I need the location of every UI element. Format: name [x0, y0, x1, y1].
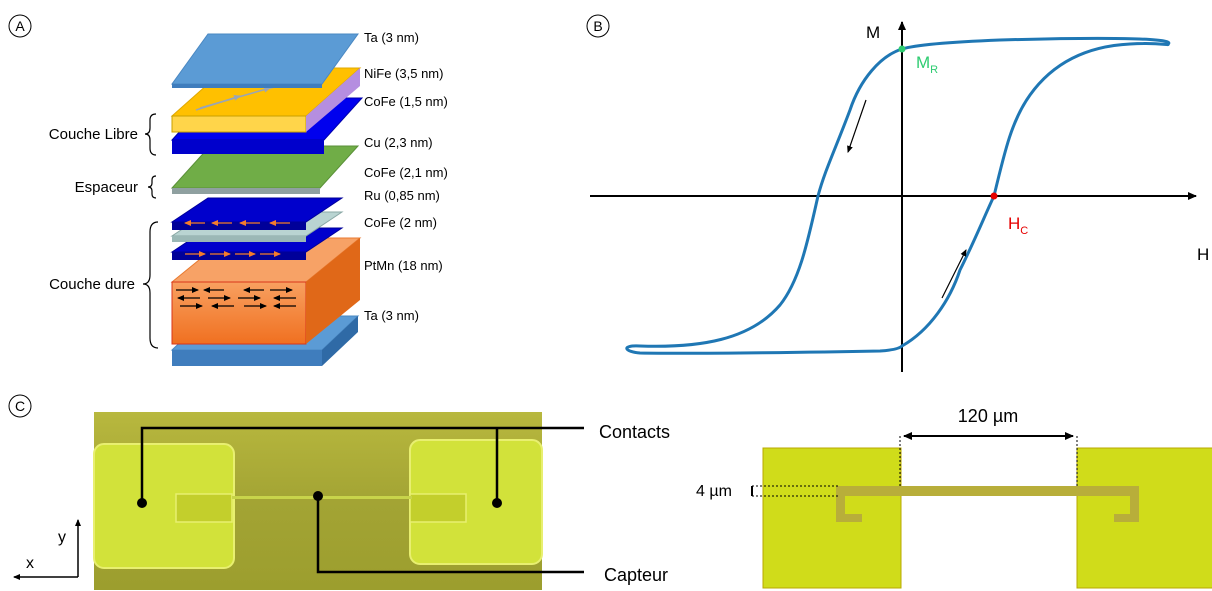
bracket-couche-libre — [144, 113, 157, 156]
layer-label-cofe-upper: CoFe (2,1 nm) — [364, 165, 448, 180]
layer-labels: Ta (3 nm) NiFe (3,5 nm) CoFe (1,5 nm) Cu… — [364, 30, 448, 323]
contacts-leader — [140, 426, 584, 503]
bracket-espaceur — [147, 175, 157, 199]
group-label-couche-libre: Couche Libre — [49, 126, 138, 143]
width-dimension-label: 120 µm — [958, 406, 1018, 426]
hysteresis-loop — [625, 36, 1171, 355]
layer-cu — [170, 145, 360, 194]
layer-label-ru: Ru (0,85 nm) — [364, 188, 440, 203]
contact-left-dot — [137, 498, 147, 508]
panel-a: A — [8, 14, 448, 366]
layer-ptmn — [170, 237, 362, 345]
width-dimension — [899, 432, 1078, 486]
mr-point — [898, 45, 906, 53]
panel-c: C Contacts Capteur y x — [8, 394, 1212, 590]
thickness-dimension-label: 4 µm — [696, 483, 732, 500]
group-brackets — [142, 113, 159, 349]
panel-c-marker-circle — [8, 394, 32, 418]
hc-point — [990, 192, 998, 200]
descending-branch-arrow — [847, 99, 867, 153]
panel-a-marker-circle — [8, 14, 32, 38]
schematic-pad-right — [1076, 447, 1212, 589]
panel-a-marker: A — [15, 18, 25, 34]
xy-axes — [13, 519, 81, 580]
h-axis-label: H — [1197, 245, 1209, 264]
layer-label-cofe-free: CoFe (1,5 nm) — [364, 94, 448, 109]
layer-cofe-upper — [170, 197, 344, 230]
sensor-schematic — [762, 447, 1212, 589]
hc-label: HC — [1008, 214, 1028, 237]
layer-label-cu: Cu (2,3 nm) — [364, 135, 433, 150]
layer-label-cofe-lower: CoFe (2 nm) — [364, 215, 437, 230]
m-axis-label: M — [866, 23, 880, 42]
layer-label-ta-top: Ta (3 nm) — [364, 30, 419, 45]
contact-right-dot — [492, 498, 502, 508]
group-label-couche-dure: Couche dure — [49, 276, 135, 293]
capteur-dot — [313, 491, 323, 501]
panel-b-marker: B — [593, 18, 602, 34]
layer-label-ta-bottom: Ta (3 nm) — [364, 308, 419, 323]
layer-label-nife: NiFe (3,5 nm) — [364, 66, 443, 81]
x-axis-label: x — [26, 555, 34, 572]
thickness-dimension — [751, 485, 840, 497]
ascending-branch-arrow — [941, 249, 967, 299]
capteur-leader — [316, 496, 584, 574]
layer-label-ptmn: PtMn (18 nm) — [364, 258, 443, 273]
panel-c-marker: C — [15, 398, 25, 414]
layer-ta-top — [171, 33, 359, 88]
panel-b: B M H MR HC — [586, 14, 1209, 372]
bracket-couche-dure — [142, 221, 159, 349]
mr-label: MR — [916, 53, 938, 76]
y-axis-label: y — [58, 529, 66, 546]
group-label-espaceur: Espaceur — [75, 179, 138, 196]
panel-b-marker-circle — [586, 14, 610, 38]
contacts-label: Contacts — [599, 422, 670, 442]
capteur-label: Capteur — [604, 565, 668, 585]
